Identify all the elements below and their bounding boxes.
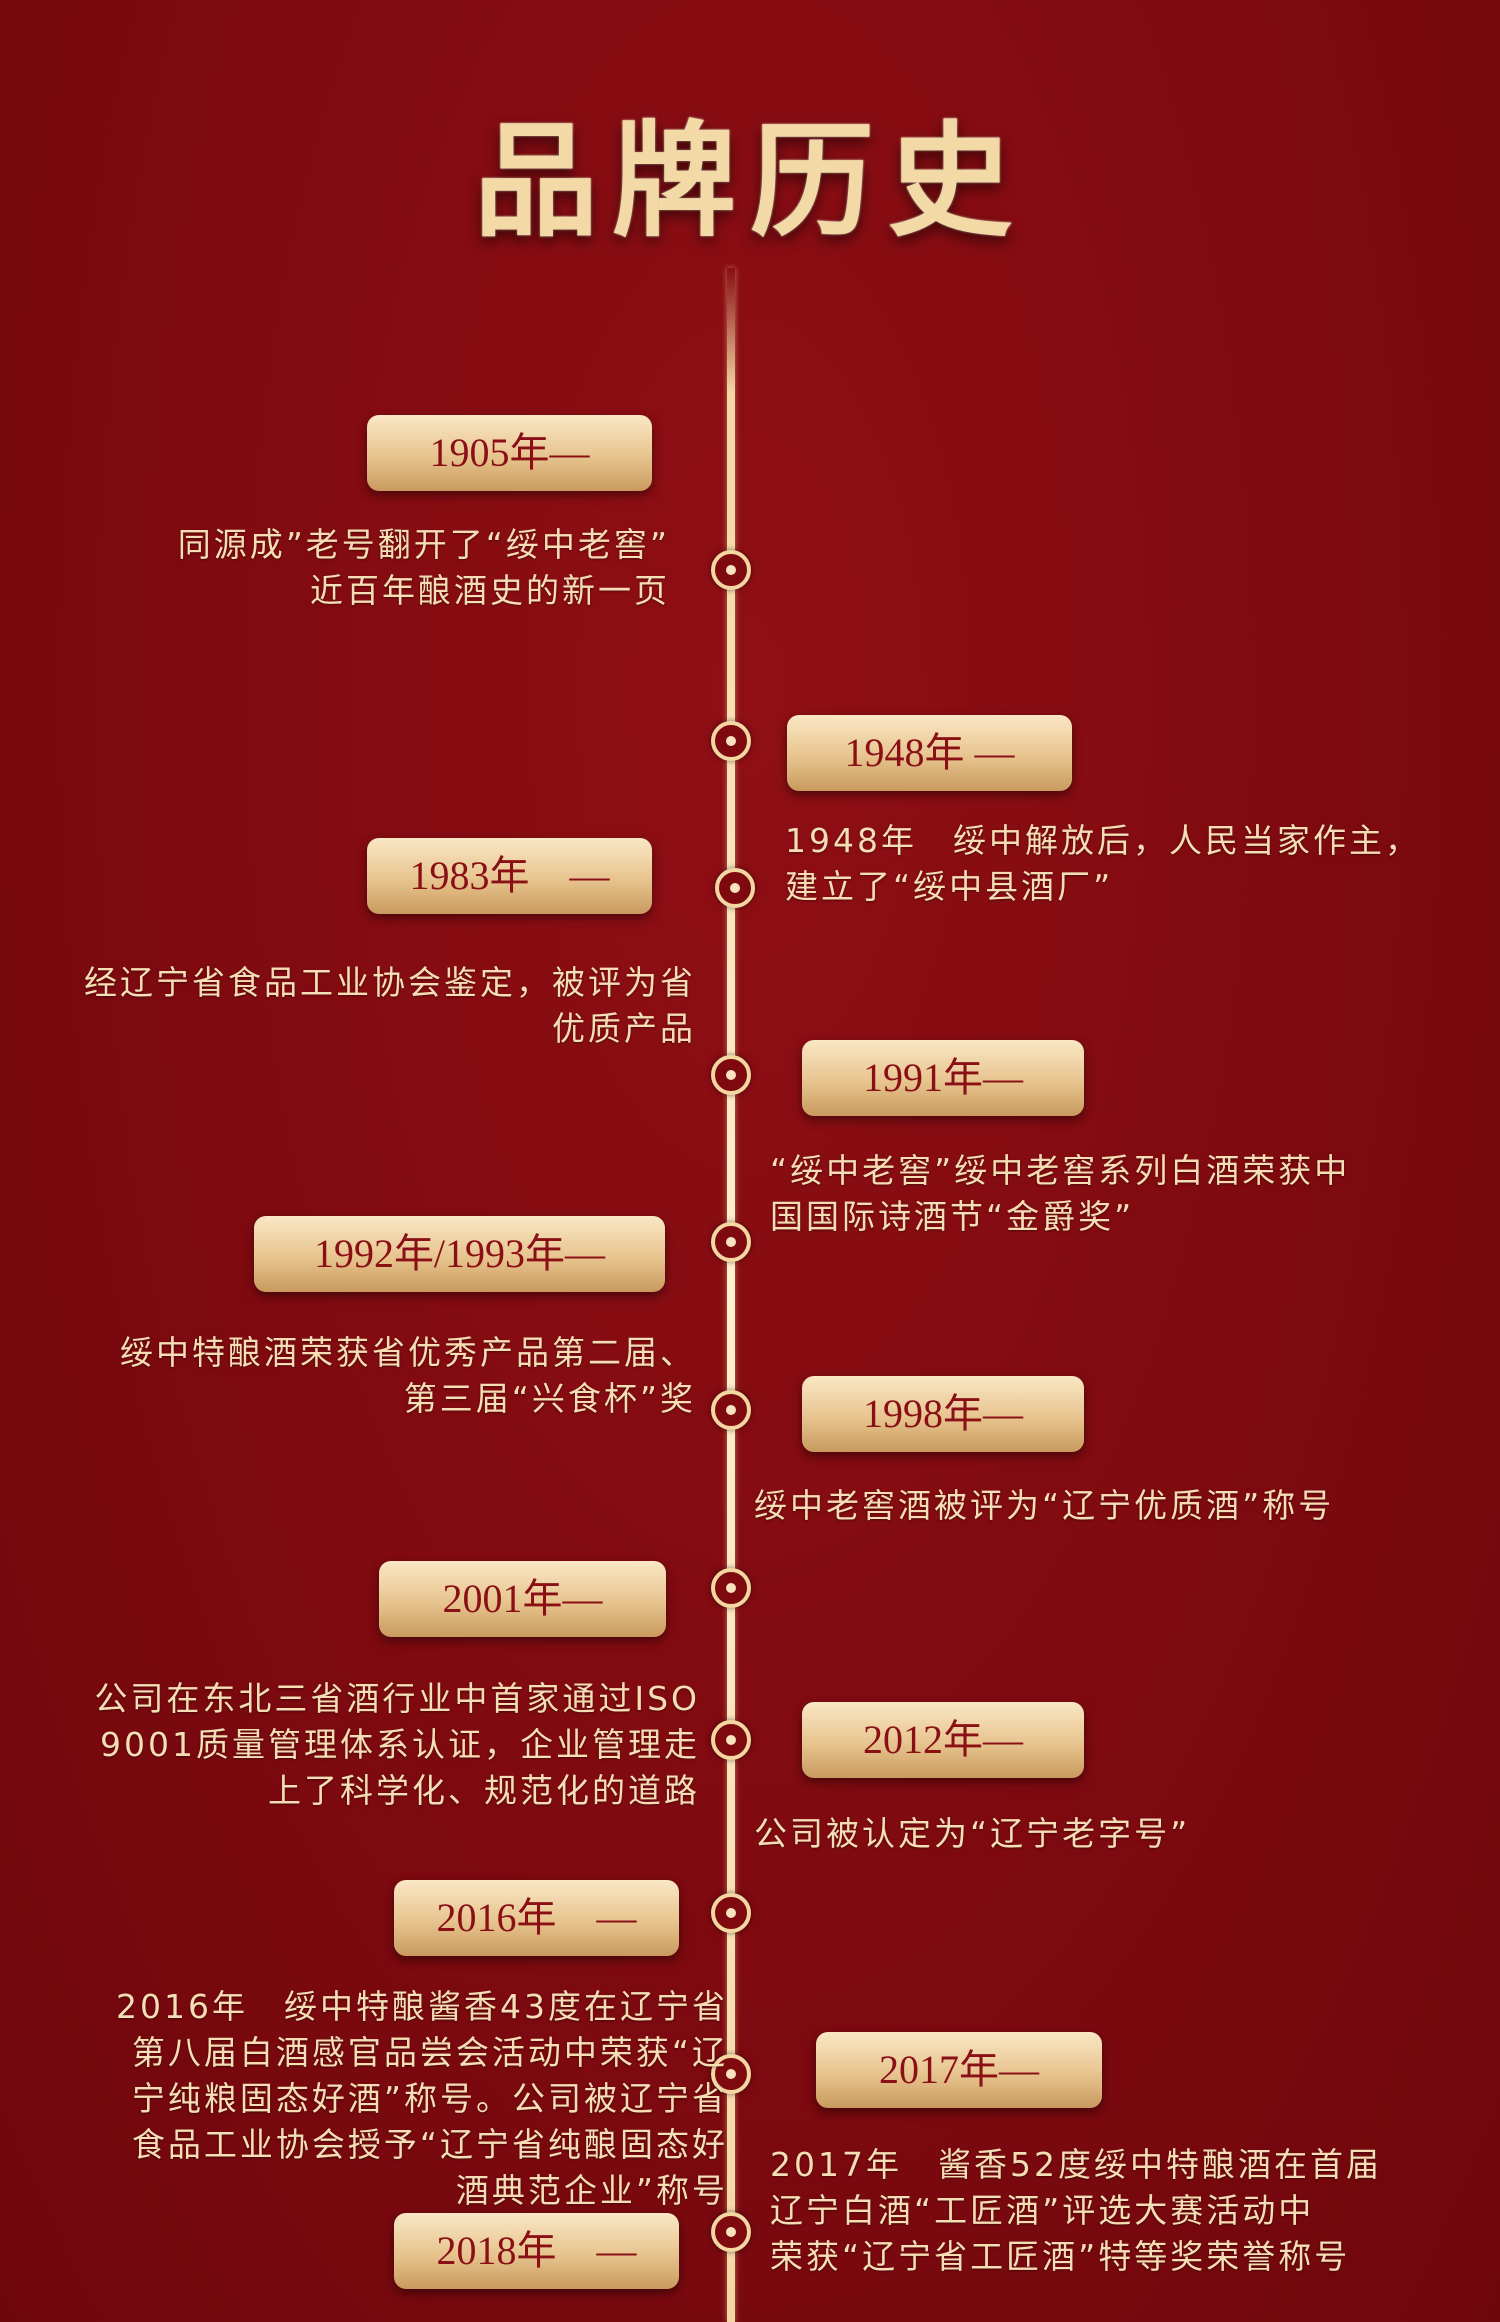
event-text-1905: 同源成”老号翻开了“绥中老窖” 近百年酿酒史的新一页 [177,525,670,610]
event-text-2016: 2016年 绥中特酿酱香43度在辽宁省 第八届白酒感官品尝会活动中荣获“辽 宁纯… [116,1987,728,2210]
timeline-node [711,1055,751,1095]
event-text-2017: 2017年 酱香52度绥中特酿酒在首届 辽宁白酒“工匠酒”评选大赛活动中 荣获“… [770,2145,1382,2276]
event-text-2001: 公司在东北三省酒行业中首家通过ISO 9001质量管理体系认证，企业管理走 上了… [94,1679,700,1810]
timeline-node [715,868,755,908]
year-tag-2016: 2016年 — [394,1880,679,1956]
year-tag-1992-1993: 1992年/1993年— [254,1216,665,1292]
year-tag-2017: 2017年— [816,2032,1102,2108]
event-text-1991: “绥中老窖”绥中老窖系列白酒荣获中 国国际诗酒节“金爵奖” [770,1151,1351,1236]
timeline-node [711,2054,751,2094]
event-text-1998: 绥中老窖酒被评为“辽宁优质酒”称号 [754,1486,1335,1525]
timeline-node [711,1568,751,1608]
timeline-node [711,2212,751,2252]
year-tag-1905: 1905年— [367,415,652,491]
timeline-node [711,1720,751,1760]
page-title: 品牌历史 [473,109,1026,254]
year-tag-2018: 2018年 — [394,2213,679,2289]
timeline-node [711,1893,751,1933]
timeline-node [711,550,751,590]
year-tag-1983: 1983年 — [367,838,652,914]
timeline-axis [727,268,735,2322]
event-text-1948: 1948年 绥中解放后，人民当家作主， 建立了“绥中县酒厂” [785,821,1421,906]
timeline-node [711,1222,751,1262]
year-tag-1948: 1948年 — [787,715,1072,791]
year-tag-2001: 2001年— [379,1561,666,1637]
year-tag-1991: 1991年— [802,1040,1084,1116]
timeline-node [711,721,751,761]
event-text-1992-1993: 绥中特酿酒荣获省优秀产品第二届、 第三届“兴食杯”奖 [120,1333,696,1418]
year-tag-1998: 1998年— [802,1376,1084,1452]
year-tag-2012: 2012年— [802,1702,1084,1778]
timeline-node [711,1390,751,1430]
event-text-2012: 公司被认定为“辽宁老字号” [754,1814,1191,1853]
event-text-1983: 经辽宁省食品工业协会鉴定，被评为省 优质产品 [84,963,696,1048]
